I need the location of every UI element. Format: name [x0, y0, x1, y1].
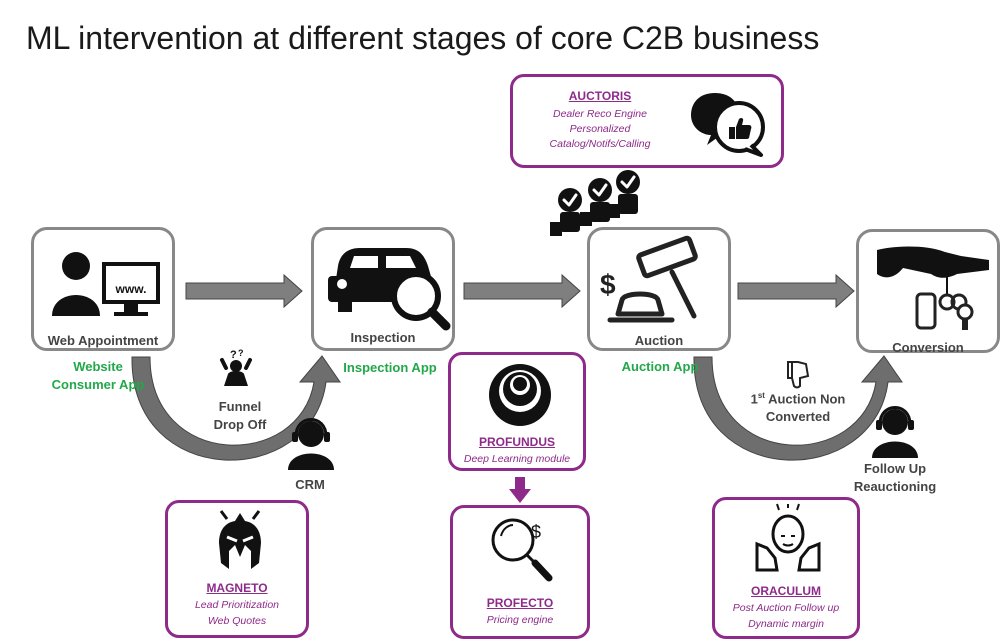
- non-converted-label: 1st Auction Non Converted: [742, 387, 854, 426]
- profecto-box: $ PROFECTO Pricing engine: [450, 505, 590, 639]
- down-arrow-icon: [509, 477, 531, 503]
- oraculum-box: ORACULUM Post Auction Follow up Dynamic …: [712, 497, 860, 639]
- headset-agent-icon: [288, 418, 334, 470]
- crm-label: CRM: [295, 477, 325, 492]
- stage-web-appointment: www. Web Appointment: [31, 227, 175, 351]
- www-label: www.: [115, 282, 147, 296]
- magneto-name: MAGNETO: [206, 581, 268, 595]
- non-converted-sup: st: [757, 391, 765, 400]
- handover-keys-icon: [877, 246, 989, 330]
- magneto-desc-1: Lead Prioritization: [194, 599, 280, 611]
- profundus-name: PROFUNDUS: [478, 435, 555, 449]
- stage-label-web-appointment: Web Appointment: [47, 333, 159, 348]
- chat-thumbs-up-icon: [691, 93, 765, 157]
- car-search-icon: [328, 248, 451, 331]
- app-label-auction: Auction App: [621, 359, 699, 374]
- stage-conversion: Conversion: [856, 229, 1000, 355]
- arrow-web-to-inspection: [185, 273, 303, 309]
- auctoris-desc-2: Personalized: [569, 123, 631, 135]
- layers-circle-icon: [489, 364, 551, 426]
- magneto-desc-2: Web Quotes: [207, 615, 267, 627]
- magneto-box: MAGNETO Lead Prioritization Web Quotes: [165, 500, 309, 638]
- search-dollar-icon: $: [491, 518, 553, 582]
- oraculum-desc-2: Dynamic margin: [748, 618, 824, 630]
- svg-text:?: ?: [230, 349, 237, 361]
- svg-text:?: ?: [238, 348, 244, 358]
- headset-agent-icon-2: [872, 406, 918, 458]
- profundus-desc-1: Deep Learning module: [463, 453, 571, 465]
- curve-arrow-left: [131, 355, 341, 461]
- profundus-box: PROFUNDUS Deep Learning module: [448, 352, 586, 471]
- auctoris-name: AUCTORIS: [568, 89, 632, 103]
- non-converted-prefix: 1: [750, 391, 758, 407]
- page-title: ML intervention at different stages of c…: [26, 20, 819, 57]
- oraculum-name: ORACULUM: [751, 584, 821, 598]
- funnel-drop-off-label: Funnel Drop Off: [213, 399, 267, 432]
- follow-up-label: Follow Up Reauctioning: [853, 461, 937, 494]
- user-computer-icon: [52, 252, 160, 316]
- confused-person-icon: ? ?: [220, 348, 252, 386]
- svg-text:$: $: [600, 269, 616, 300]
- title-bold: C2B business: [621, 20, 820, 56]
- profecto-desc-1: Pricing engine: [486, 614, 554, 626]
- stage-label-inspection: Inspection: [350, 330, 416, 345]
- stage-label-auction: Auction: [634, 333, 684, 348]
- oraculum-desc-1: Post Auction Follow up: [732, 602, 840, 614]
- app-label-inspection: Inspection App: [343, 360, 437, 375]
- auctoris-box: AUCTORIS Dealer Reco Engine Personalized…: [510, 74, 784, 168]
- app-label-website: Website Consumer App: [51, 359, 145, 392]
- title-main: ML intervention at different stages of c…: [26, 20, 622, 56]
- helmet-icon: [219, 510, 261, 569]
- stage-label-conversion: Conversion: [892, 340, 964, 355]
- auctoris-desc-1: Dealer Reco Engine: [553, 108, 647, 120]
- auction-gavel-icon: $: [600, 235, 698, 323]
- stage-auction: $ Auction: [587, 227, 731, 351]
- thumbs-down-icon: [787, 361, 810, 389]
- bidding-hands-icon: [550, 170, 640, 236]
- stage-inspection: Inspection: [311, 227, 455, 351]
- non-converted-line2: Converted: [765, 409, 831, 425]
- svg-text:$: $: [531, 522, 541, 542]
- curve-arrow-right: [693, 355, 903, 461]
- arrow-inspection-to-auction: [463, 273, 581, 309]
- profecto-name: PROFECTO: [486, 596, 554, 610]
- non-converted-line1: Auction Non: [764, 391, 846, 407]
- arrow-auction-to-conversion: [737, 273, 855, 309]
- thinking-head-icon: [755, 503, 821, 572]
- auctoris-desc-3: Catalog/Notifs/Calling: [549, 138, 651, 150]
